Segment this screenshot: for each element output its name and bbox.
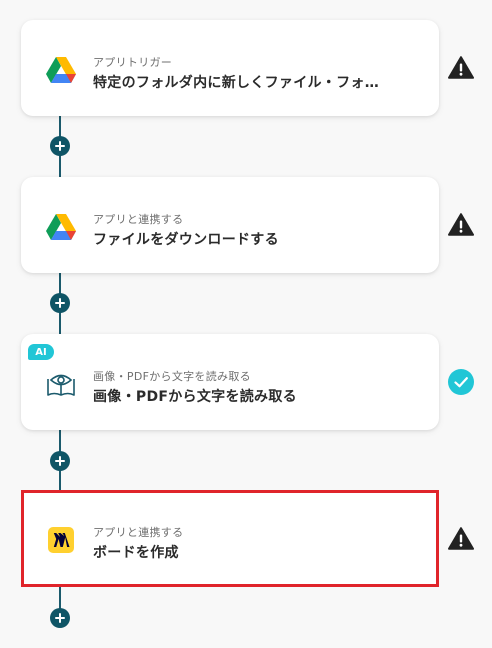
flow-step-card-create-board[interactable]: アプリと連携する ボードを作成 bbox=[21, 490, 439, 587]
add-step-button[interactable] bbox=[50, 293, 70, 313]
ai-badge: AI bbox=[28, 344, 54, 360]
flow-step-card-ocr[interactable]: 画像・PDFから文字を読み取る 画像・PDFから文字を読み取る bbox=[21, 334, 439, 430]
ocr-book-eye-icon bbox=[45, 368, 77, 400]
plus-icon bbox=[55, 613, 65, 623]
add-step-button[interactable] bbox=[50, 608, 70, 628]
plus-icon bbox=[55, 456, 65, 466]
plus-icon bbox=[55, 298, 65, 308]
step-type-label: アプリと連携する bbox=[93, 526, 184, 539]
step-title: 特定のフォルダ内に新しくファイル・フォ… bbox=[93, 75, 379, 91]
add-step-button[interactable] bbox=[50, 136, 70, 156]
step-type-label: アプリと連携する bbox=[93, 213, 184, 226]
google-drive-icon bbox=[45, 54, 77, 86]
add-step-button[interactable] bbox=[50, 451, 70, 471]
plus-icon bbox=[55, 141, 65, 151]
step-title: 画像・PDFから文字を読み取る bbox=[93, 389, 297, 405]
connector-line bbox=[59, 587, 61, 619]
step-type-label: 画像・PDFから文字を読み取る bbox=[93, 370, 251, 383]
step-title: ボードを作成 bbox=[93, 545, 179, 561]
flow-step-card-download[interactable]: アプリと連携する ファイルをダウンロードする bbox=[21, 177, 439, 273]
warning-icon[interactable] bbox=[448, 54, 474, 80]
miro-icon bbox=[45, 524, 77, 556]
flow-step-card-trigger[interactable]: アプリトリガー 特定のフォルダ内に新しくファイル・フォ… bbox=[21, 20, 439, 116]
step-title: ファイルをダウンロードする bbox=[93, 232, 279, 248]
warning-icon[interactable] bbox=[448, 211, 474, 237]
step-type-label: アプリトリガー bbox=[93, 56, 173, 69]
warning-icon[interactable] bbox=[448, 525, 474, 551]
check-complete-icon[interactable] bbox=[448, 369, 474, 395]
google-drive-icon bbox=[45, 211, 77, 243]
